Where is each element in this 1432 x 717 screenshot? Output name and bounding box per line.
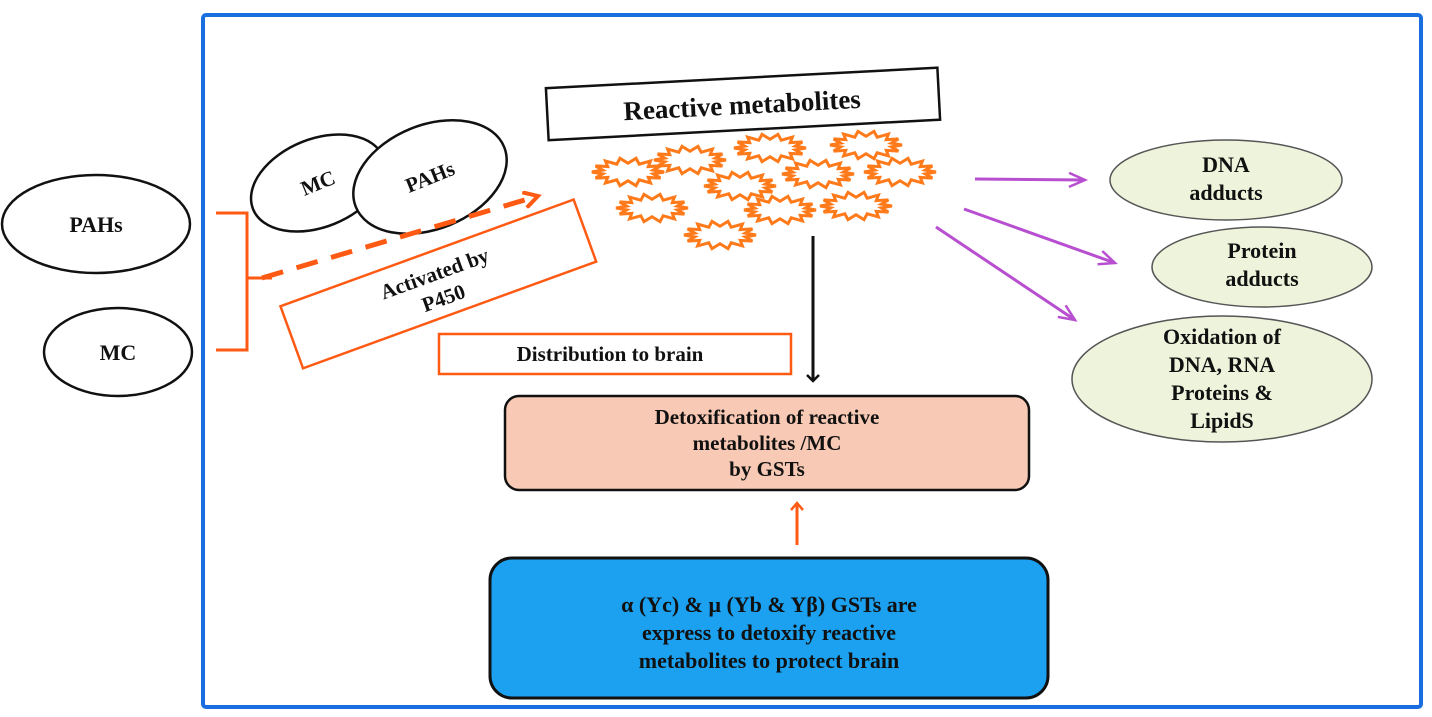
- distribution-label: Distribution to brain: [517, 342, 704, 366]
- arrow-to-dna-adducts: [974, 179, 1085, 180]
- starburst-icon: [819, 190, 893, 222]
- arrow-to-oxidation: [935, 225, 1075, 320]
- starburst-icon: [615, 192, 689, 224]
- outcome-oxidation-line1: Oxidation of: [1163, 324, 1282, 349]
- gst-line2: express to detoxify reactive: [642, 620, 896, 645]
- starburst-icon: [743, 194, 817, 226]
- starburst-icon: [733, 132, 807, 164]
- input-mc: MC: [42, 306, 194, 398]
- detox-box: Detoxification of reactive metabolites /…: [503, 394, 1031, 492]
- starburst-icon: [683, 219, 757, 251]
- distribution-box: Distribution to brain: [437, 332, 793, 376]
- reactive-metabolites-cluster: [591, 129, 937, 251]
- detox-line3: by GSTs: [729, 457, 805, 481]
- gst-expression-box: α (Yc) & μ (Yb & Yβ) GSTs are express to…: [488, 556, 1050, 700]
- starburst-icon: [781, 158, 855, 190]
- reactive-metabolites-box: Reactive metabolites: [544, 66, 942, 142]
- diagram-frame: [201, 13, 1423, 709]
- outcome-dna-adducts: DNA adducts: [1109, 139, 1343, 221]
- input-pahs-label: PAHs: [69, 212, 123, 237]
- outcome-dna-adducts-line2: adducts: [1189, 180, 1263, 205]
- input-mc-label: MC: [100, 340, 137, 365]
- starburst-icon: [703, 170, 777, 202]
- arrow-to-protein-adducts: [963, 207, 1115, 263]
- input-bracket: [216, 211, 272, 352]
- combined-mc: MC: [249, 133, 387, 233]
- detox-line1: Detoxification of reactive: [655, 405, 880, 429]
- outcome-oxidation-line4: LipidS: [1190, 408, 1254, 433]
- outcome-oxidation-line3: Proteins &: [1171, 380, 1273, 405]
- activation-arrow: [261, 196, 538, 281]
- outcome-oxidation-line2: DNA, RNA: [1169, 352, 1275, 377]
- starburst-icon: [829, 129, 903, 161]
- outcome-protein-adducts-line2: adducts: [1225, 266, 1299, 291]
- outcome-oxidation: Oxidation of DNA, RNA Proteins & LipidS: [1071, 315, 1373, 443]
- outcome-protein-adducts: Protein adducts: [1151, 226, 1373, 308]
- detox-line2: metabolites /MC: [693, 431, 842, 455]
- starburst-icon: [591, 156, 665, 188]
- outcome-protein-adducts-line1: Protein: [1227, 238, 1296, 263]
- combined-pahs: PAHs: [352, 118, 508, 236]
- input-pahs: PAHs: [0, 173, 192, 275]
- gst-line1: α (Yc) & μ (Yb & Yβ) GSTs are: [621, 592, 917, 617]
- outcome-dna-adducts-line1: DNA: [1202, 152, 1250, 177]
- starburst-icon: [653, 144, 727, 176]
- gst-line3: metabolites to protect brain: [639, 648, 900, 673]
- starburst-icon: [863, 156, 937, 188]
